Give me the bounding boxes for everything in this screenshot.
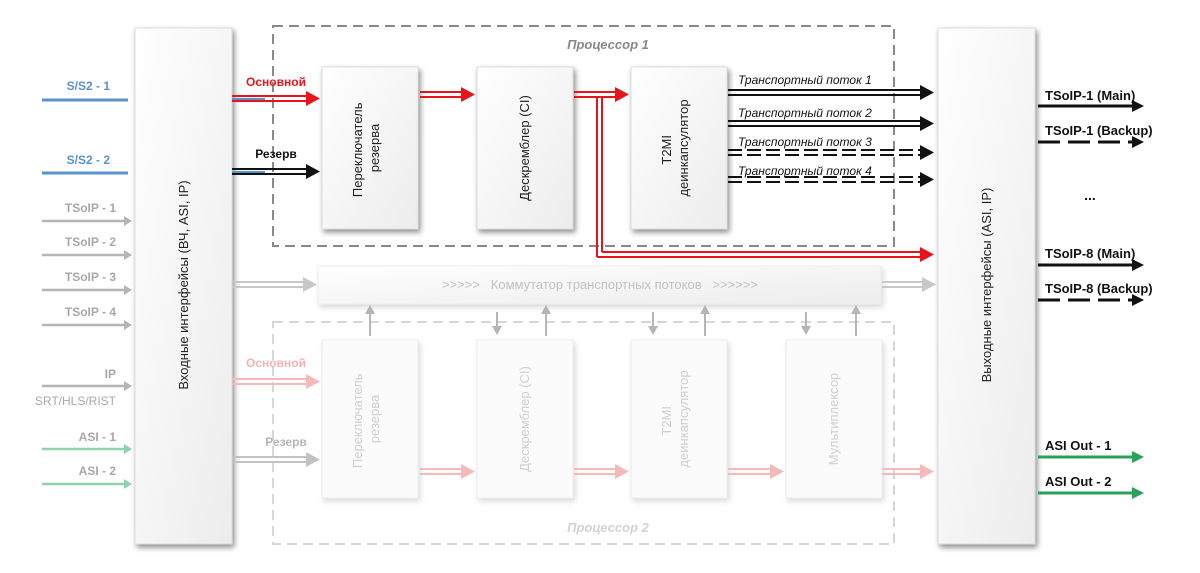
input-asi-1: ASI - 1 bbox=[42, 430, 132, 454]
output-label: TSoIP-8 (Main) bbox=[1045, 246, 1135, 261]
p1-reserve-label: Резерв bbox=[255, 147, 297, 161]
p1-descrambler-block bbox=[476, 66, 574, 230]
p2-descrambler-label: Дескремблер (CI) bbox=[517, 366, 532, 472]
output-label: TSoIP-1 (Main) bbox=[1045, 88, 1135, 103]
output-tsoip1-main: TSoIP-1 (Main) bbox=[1038, 88, 1144, 112]
input-label: TSoIP - 1 bbox=[65, 201, 116, 215]
output-ellipsis: ... bbox=[1084, 187, 1096, 203]
p2-reserve-label: Резерв bbox=[265, 435, 307, 449]
output-label: ASI Out - 2 bbox=[1045, 474, 1111, 489]
output-label: TSoIP-8 (Backup) bbox=[1045, 281, 1153, 296]
p2-t2mi-block bbox=[630, 339, 728, 499]
input-label: TSoIP - 3 bbox=[65, 270, 116, 284]
p2-descrambler-block bbox=[476, 339, 574, 499]
p1-t2mi-label: T2MI деинкапсулятор bbox=[659, 99, 691, 196]
output-tsoip8-main: TSoIP-8 (Main) bbox=[1038, 246, 1144, 271]
p2-backup-switch-label: Переключатель резерва bbox=[350, 370, 382, 468]
p1-backup-switch-label: Переключатель резерва bbox=[350, 99, 382, 197]
p1-backup-switch-block bbox=[321, 66, 419, 230]
output-label: TSoIP-1 (Backup) bbox=[1045, 123, 1153, 138]
p1-arrows: Основной Резерв Транспортный поток 1 Тра… bbox=[232, 73, 934, 262]
input-ip: IP SRT/HLS/RIST bbox=[35, 367, 132, 408]
p2-arrows: Основной Резерв bbox=[232, 356, 934, 479]
p1-stream-2-label: Транспортный поток 2 bbox=[738, 106, 872, 120]
p2-multiplexer-label: Мультиплексор bbox=[826, 373, 841, 466]
p1-stream-4-label: Транспортный поток 4 bbox=[738, 164, 872, 178]
output-asi-1: ASI Out - 1 bbox=[1038, 438, 1144, 463]
input-ss2-2: S/S2 - 2 bbox=[42, 153, 128, 175]
input-asi-2: ASI - 2 bbox=[42, 464, 132, 489]
p2-t2mi-label: T2MI деинкапсулятор bbox=[659, 370, 691, 467]
processor1-title: Процессор 1 bbox=[567, 37, 649, 52]
p2-multiplexer-block bbox=[785, 339, 883, 499]
input-label: TSoIP - 4 bbox=[65, 305, 116, 319]
input-label: TSoIP - 2 bbox=[65, 235, 116, 249]
ts-switch-bar bbox=[317, 265, 882, 305]
input-label: IP bbox=[105, 367, 116, 381]
output-asi-2: ASI Out - 2 bbox=[1038, 474, 1144, 499]
input-label: S/S2 - 2 bbox=[67, 153, 111, 167]
switch-connectors bbox=[232, 277, 936, 336]
p1-stream-1-label: Транспортный поток 1 bbox=[738, 73, 872, 87]
p1-t2mi-block bbox=[630, 66, 728, 230]
processor2-title: Процессор 2 bbox=[567, 520, 649, 535]
output-tsoip8-backup: TSoIP-8 (Backup) bbox=[1038, 281, 1153, 306]
p1-descrambler-label: Дескремблер (CI) bbox=[517, 95, 532, 201]
input-tsoip-2: TSoIP - 2 bbox=[42, 235, 132, 260]
input-sublabel: SRT/HLS/RIST bbox=[35, 394, 117, 408]
input-ss2-1: S/S2 - 1 bbox=[42, 79, 128, 102]
output-tsoip1-backup: TSoIP-1 (Backup) bbox=[1038, 123, 1153, 148]
p2-backup-switch-block bbox=[321, 339, 419, 499]
input-interfaces-label: Входные интерфейсы (ВЧ, ASI, IP) bbox=[176, 180, 191, 389]
input-tsoip-3: TSoIP - 3 bbox=[42, 270, 132, 295]
ts-switch-label: >>>>> Коммутатор транспортных потоков >>… bbox=[442, 277, 758, 292]
p2-main-label: Основной bbox=[246, 356, 306, 370]
output-label: ASI Out - 1 bbox=[1045, 438, 1111, 453]
input-interfaces-block bbox=[134, 27, 233, 545]
processor1-frame bbox=[272, 25, 895, 247]
output-arrows: TSoIP-1 (Main) TSoIP-1 (Backup) ... TSoI… bbox=[1038, 88, 1153, 499]
output-interfaces-label: Выходные интерфейсы (ASI, IP) bbox=[979, 188, 994, 383]
processor2-frame bbox=[272, 321, 895, 545]
p1-main-label: Основной bbox=[246, 75, 306, 89]
output-interfaces-block bbox=[937, 27, 1036, 545]
input-tsoip-1: TSoIP - 1 bbox=[42, 201, 132, 226]
p1-stream-3-label: Транспортный поток 3 bbox=[738, 135, 872, 149]
input-tsoip-4: TSoIP - 4 bbox=[42, 305, 132, 330]
input-arrows: S/S2 - 1 S/S2 - 2 TSoIP - 1 TSoIP - 2 TS… bbox=[35, 79, 132, 489]
input-label: ASI - 2 bbox=[79, 464, 117, 478]
input-label: ASI - 1 bbox=[79, 430, 117, 444]
input-label: S/S2 - 1 bbox=[67, 79, 111, 93]
